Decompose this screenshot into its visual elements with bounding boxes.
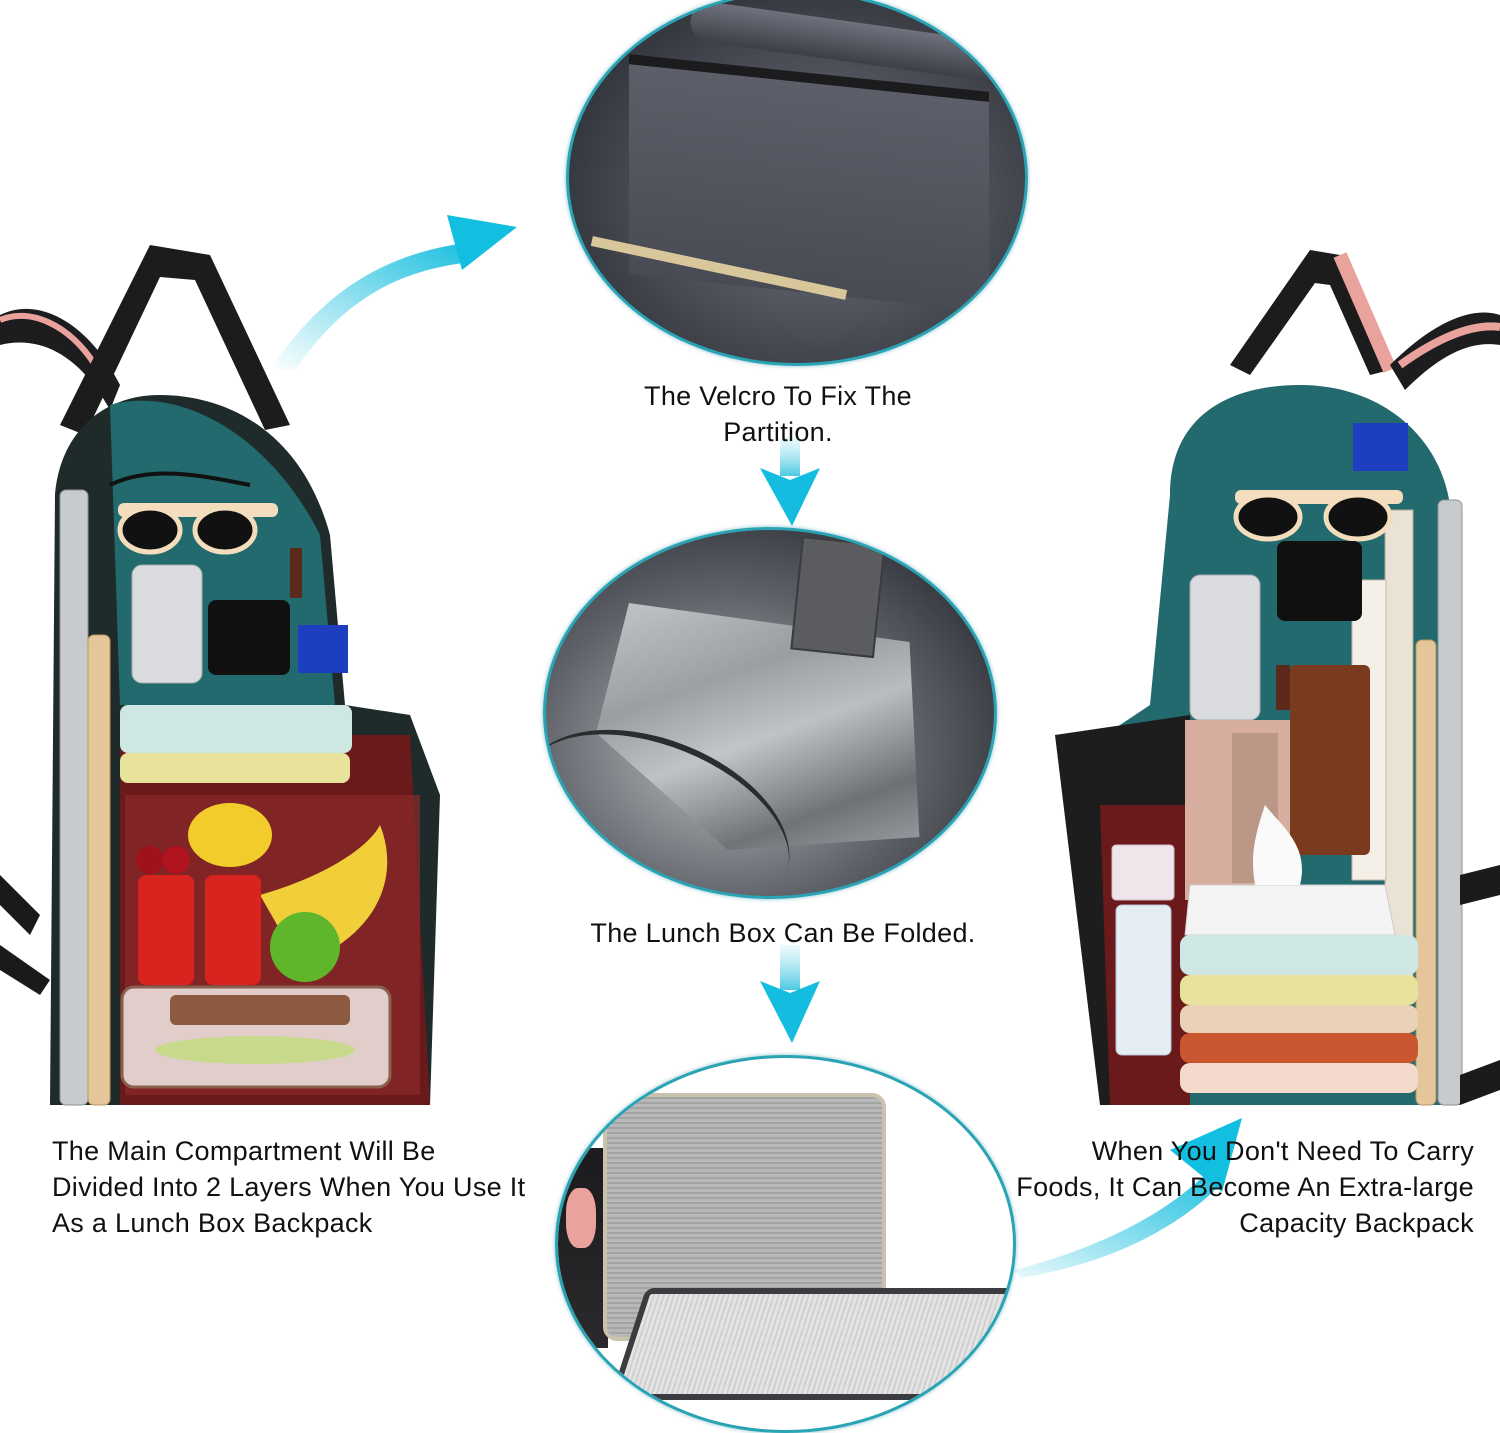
insulated-lunch-compartment-closeup: [543, 527, 997, 899]
laptop: [59, 489, 89, 1106]
glass-food-container: [120, 985, 392, 1089]
towel: [1180, 935, 1418, 975]
tissue-pack: [1353, 423, 1408, 471]
partition-panel: [629, 54, 989, 312]
towel: [1180, 975, 1418, 1005]
usb-cable: [109, 471, 251, 487]
shoulder-strap: [0, 308, 120, 410]
top-handle: [1230, 250, 1397, 375]
main-compartment-caption: The Main Compartment Will Be Divided Int…: [52, 1136, 526, 1238]
shoulder-strap: [1390, 312, 1500, 390]
perfume: [1111, 844, 1175, 901]
down-arrow-icon: [760, 438, 820, 526]
wallet: [208, 600, 290, 675]
lunch-box-folded-caption: The Lunch Box Can Be Folded.: [590, 918, 976, 948]
right-backpack-illustration: [1040, 245, 1500, 1115]
towel: [1180, 1005, 1418, 1033]
lemon: [188, 803, 272, 867]
notebook: [1290, 665, 1370, 855]
towel: [120, 705, 352, 753]
curved-arrow-up-icon: [1015, 1118, 1242, 1278]
down-arrow-icon: [760, 945, 820, 1043]
velcro-strap: [790, 535, 886, 659]
tablet: [1415, 639, 1437, 1106]
wallet: [1277, 541, 1362, 621]
tablet: [87, 634, 111, 1106]
side-strap: [1460, 1060, 1500, 1105]
side-strap: [0, 945, 50, 995]
velcro-caption: The Velcro To Fix The Partition.: [644, 381, 912, 447]
side-strap: [1460, 865, 1500, 905]
towel: [1180, 1063, 1418, 1093]
phone: [131, 564, 203, 684]
soda-can: [205, 875, 261, 985]
top-handle: [60, 245, 290, 435]
folded-lunch-box-closeup: [555, 1055, 1016, 1433]
left-backpack-illustration: [0, 235, 445, 1110]
extra-large-caption: When You Don't Need To Carry Foods, It C…: [1016, 1136, 1474, 1238]
velcro-partition-closeup: [566, 0, 1028, 366]
curved-arrow-up-icon: [270, 215, 517, 370]
tissue-box: [1184, 884, 1396, 936]
towel: [120, 753, 350, 783]
lipstick: [1276, 665, 1290, 710]
backpack-side: [558, 1148, 608, 1348]
sunglasses: [117, 503, 278, 555]
side-strap: [0, 875, 40, 935]
makeup-remover: [1115, 904, 1172, 1056]
sunglasses: [1233, 490, 1403, 542]
soda-can: [138, 875, 194, 985]
floral-pattern: [566, 1188, 596, 1248]
insulated-base: [609, 1288, 1013, 1400]
laptop: [1437, 499, 1463, 1106]
phone: [1189, 574, 1261, 721]
towel: [1180, 1033, 1418, 1063]
lime: [270, 912, 340, 982]
lipstick: [290, 548, 302, 598]
tissue-pack: [298, 625, 348, 673]
cherries: [136, 846, 190, 874]
